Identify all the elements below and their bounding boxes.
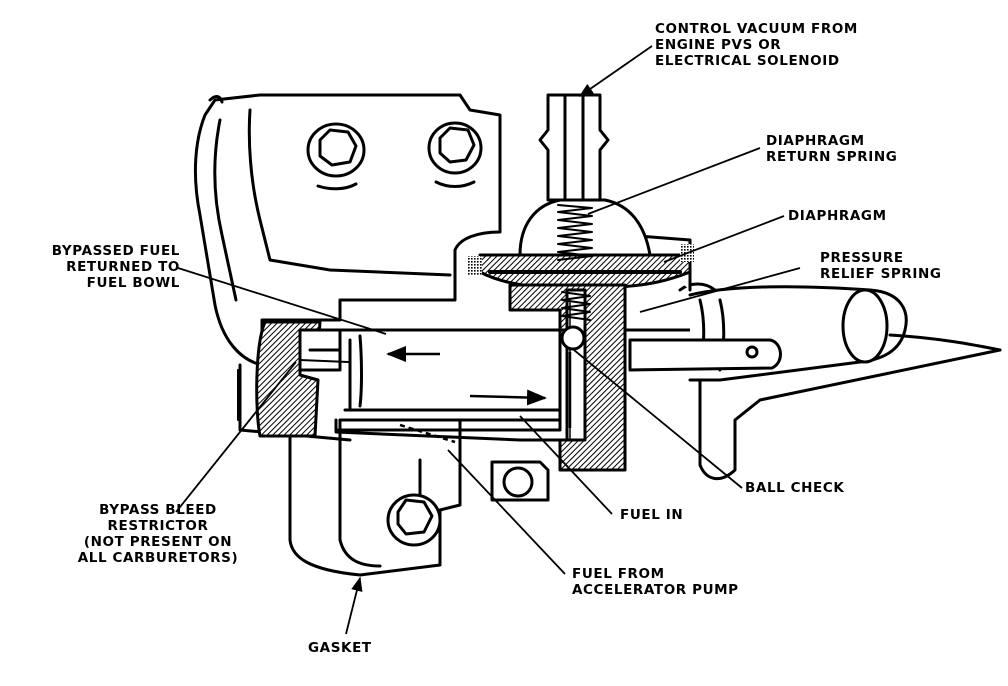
relief-spring [561, 291, 591, 321]
leader-fuel-pump [447, 449, 566, 575]
fuel-channel [338, 328, 562, 422]
leader-relief-spring [639, 267, 801, 313]
label-diaphragm-return-spring: DIAPHRAGM RETURN SPRING [766, 133, 898, 165]
return-spring [557, 204, 593, 261]
label-pressure-relief-spring: PRESSURE RELIEF SPRING [820, 250, 942, 282]
ball-check [560, 325, 586, 351]
label-gasket: GASKET [308, 640, 372, 656]
leader-gasket [345, 576, 363, 635]
label-diaphragm: DIAPHRAGM [788, 208, 887, 224]
leader-control-vacuum [578, 45, 653, 97]
leader-fuel-in [519, 415, 613, 515]
gasket-plate [334, 418, 562, 432]
label-bypass-bleed: BYPASS BLEED RESTRICTOR (NOT PRESENT ON … [77, 502, 239, 566]
label-bypassed-fuel: BYPASSED FUEL RETURNED TO FUEL BOWL [51, 243, 180, 291]
label-control-vacuum: CONTROL VACUUM FROM ENGINE PVS OR ELECTR… [655, 21, 858, 69]
valve-dome [518, 198, 652, 257]
leader-ball-check [573, 349, 743, 489]
label-fuel-from-pump: FUEL FROM ACCELERATOR PUMP [572, 566, 739, 598]
vacuum-nipple [538, 93, 610, 202]
leader-bypassed-fuel [177, 267, 387, 335]
leader-bypass-bleed [175, 361, 297, 513]
flow-arrow-right [469, 389, 547, 406]
leader-diaphragm [663, 215, 785, 263]
leader-return-spring [587, 147, 761, 215]
label-fuel-in: FUEL IN [620, 507, 684, 523]
label-ball-check: BALL CHECK [745, 480, 845, 496]
